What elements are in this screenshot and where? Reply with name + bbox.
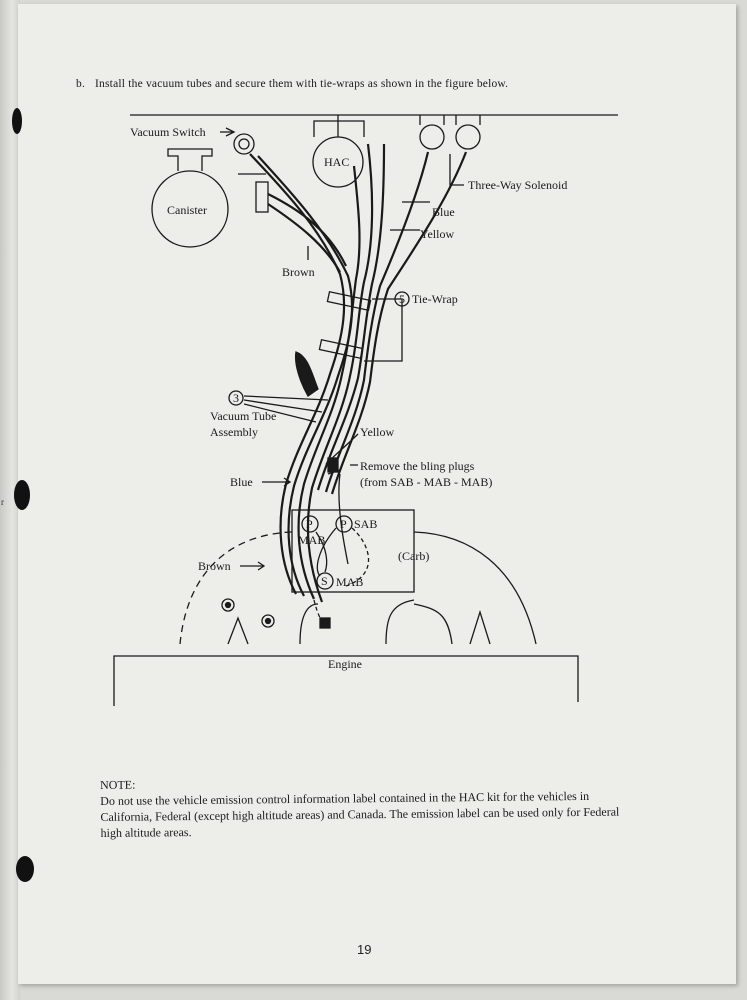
adjacent-page-edge xyxy=(0,0,20,1000)
connector-block xyxy=(255,181,269,213)
label-mab-bottom: MAB xyxy=(336,575,363,589)
port-p-left-circle xyxy=(301,515,319,533)
callout-3-circle xyxy=(228,390,244,406)
brown-bottom-arrow xyxy=(257,561,266,571)
page-number: 19 xyxy=(357,942,372,957)
solenoid-valve-left xyxy=(419,124,445,150)
binder-hole-middle xyxy=(14,480,30,510)
tie-wrap-callout-bracket xyxy=(364,298,403,362)
carburetor-box xyxy=(291,509,415,593)
label-remove-plugs-line1: Remove the bling plugs xyxy=(360,459,475,473)
solenoid-mounts xyxy=(419,115,481,125)
vacuum-switch-inner xyxy=(238,138,250,150)
canister-cap xyxy=(167,148,213,171)
engine-block xyxy=(113,655,579,706)
canister-shape xyxy=(151,170,229,248)
label-vacuum-switch: Vacuum Switch xyxy=(130,125,206,139)
fitting-right-inner xyxy=(264,617,272,625)
callout-5-circle xyxy=(394,291,410,307)
port-s-circle xyxy=(316,572,334,590)
callout-3-leaders xyxy=(243,395,329,423)
binder-hole-top xyxy=(12,108,22,134)
tie-wrap-upper xyxy=(326,290,372,312)
label-vacuum-tube-line2: Assembly xyxy=(210,425,258,439)
label-brown-top: Brown xyxy=(282,265,315,279)
fitting-right-outer xyxy=(261,614,275,628)
solenoid-valve-right xyxy=(455,124,481,150)
manual-page: b. Install the vacuum tubes and secure th… xyxy=(12,4,736,984)
label-yellow-top: Yellow xyxy=(420,227,454,241)
instruction-text: Install the vacuum tubes and secure them… xyxy=(95,78,509,90)
label-mab-top: MAB xyxy=(298,533,325,547)
instruction-step: b. Install the vacuum tubes and secure th… xyxy=(76,78,696,90)
port-link-a xyxy=(316,527,337,577)
binder-hole-bottom xyxy=(16,856,34,882)
solenoid-leader xyxy=(449,154,464,186)
label-port-p-right: P xyxy=(340,517,347,531)
vacuum-switch-shape xyxy=(233,133,255,155)
label-carb: (Carb) xyxy=(398,549,429,563)
adjacent-page-mark: r xyxy=(1,497,4,507)
tube-clamp xyxy=(294,351,319,397)
fitting-left-inner xyxy=(224,601,232,609)
label-canister: Canister xyxy=(167,203,207,217)
label-hac: HAC xyxy=(324,155,349,169)
plug-to-port-line xyxy=(338,473,349,565)
intake-outline-right xyxy=(413,531,537,645)
intake-runner xyxy=(413,603,453,645)
tube-bundle xyxy=(249,143,468,603)
stud-left xyxy=(227,616,249,645)
port-p-right-circle xyxy=(335,515,353,533)
intake-outline-center xyxy=(299,603,319,645)
label-sab: SAB xyxy=(354,517,377,531)
tie-wrap-lower xyxy=(318,338,364,360)
blue-mid-arrow xyxy=(283,477,292,487)
bling-plug xyxy=(327,457,339,473)
stud-right xyxy=(469,609,491,645)
tube-end-fitting xyxy=(319,617,331,629)
step-marker: b. xyxy=(76,78,86,90)
label-callout-3: 3 xyxy=(233,391,239,405)
label-blue-top: Blue xyxy=(432,205,455,219)
label-blue-mid: Blue xyxy=(230,475,253,489)
note-block: NOTE: Do not use the vehicle emission co… xyxy=(100,772,621,841)
port-link-c xyxy=(315,531,328,573)
vacuum-tube-diagram: Vacuum Switch HAC Three-Way Solenoid Can… xyxy=(113,114,618,706)
fitting-left-outer xyxy=(221,598,235,612)
label-port-p-left: P xyxy=(306,517,313,531)
label-brown-bottom: Brown xyxy=(198,559,231,573)
intake-outline-inner xyxy=(385,599,415,645)
port-link-b xyxy=(345,527,370,587)
vacuum-switch-arrow xyxy=(225,127,236,137)
label-vacuum-tube-line1: Vacuum Tube xyxy=(210,409,276,423)
label-engine: Engine xyxy=(328,657,362,671)
label-port-s: S xyxy=(321,574,328,588)
label-remove-plugs-line2: (from SAB - MAB - MAB) xyxy=(360,475,492,489)
hac-bracket xyxy=(313,120,365,137)
air-cleaner-outline xyxy=(179,531,293,645)
note-body: Do not use the vehicle emission control … xyxy=(100,788,620,840)
label-yellow-mid: Yellow xyxy=(360,425,394,439)
label-three-way-solenoid: Three-Way Solenoid xyxy=(468,178,567,192)
label-callout-5: 5 xyxy=(399,292,405,306)
label-tie-wrap: Tie-Wrap xyxy=(412,292,458,306)
port-dashed-line xyxy=(313,599,331,631)
